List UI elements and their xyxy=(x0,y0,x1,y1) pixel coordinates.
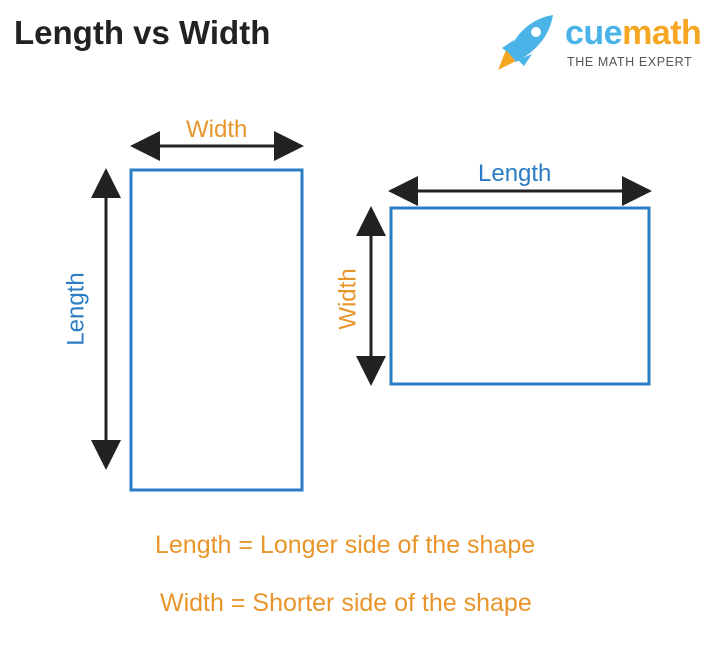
right-length-label: Length xyxy=(478,160,552,187)
tall-rectangle xyxy=(129,168,304,492)
left-length-label: Length xyxy=(62,272,90,346)
page-title: Length vs Width xyxy=(14,14,271,51)
logo-cue: cue xyxy=(565,14,623,52)
rocket-icon xyxy=(498,15,553,70)
length-definition: Length = Longer side of the shape xyxy=(155,531,536,559)
wide-rectangle xyxy=(389,206,651,386)
left-width-label: Width xyxy=(186,116,248,143)
logo-wordmark: cuemath xyxy=(565,14,702,53)
right-width-label: Width xyxy=(334,268,362,330)
width-definition: Width = Shorter side of the shape xyxy=(160,589,532,617)
logo-tagline: THE MATH EXPERT xyxy=(567,55,693,69)
logo-math: math xyxy=(622,14,702,52)
